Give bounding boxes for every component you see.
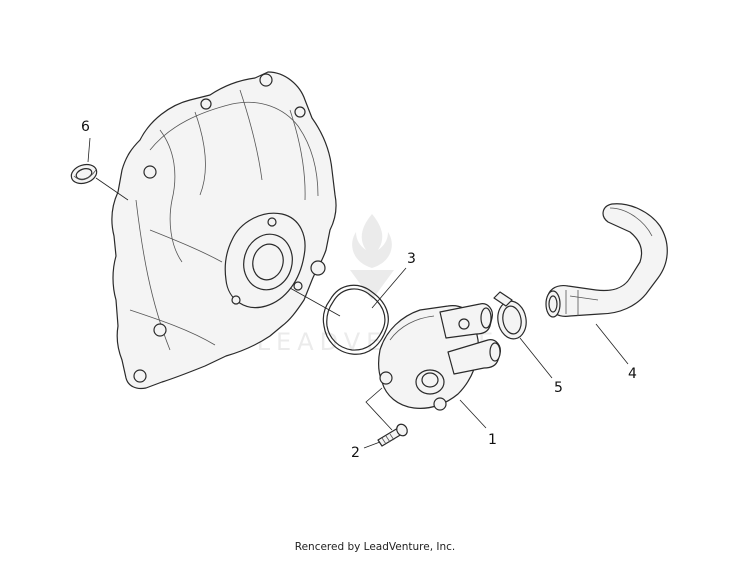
leader-5 bbox=[519, 337, 553, 379]
part-5-hose-clamp bbox=[493, 291, 527, 340]
callout-6: 6 bbox=[81, 119, 90, 135]
flame-icon bbox=[352, 214, 392, 268]
leader-3 bbox=[371, 267, 407, 309]
part-1-water-pump bbox=[378, 303, 501, 411]
leader-4 bbox=[595, 323, 629, 365]
callout-5: 5 bbox=[554, 380, 563, 396]
watermark-logo bbox=[350, 214, 394, 300]
part-3-o-ring bbox=[322, 284, 389, 355]
callout-2: 2 bbox=[351, 445, 360, 461]
engine-side-cover bbox=[111, 71, 337, 390]
leader-2 bbox=[363, 441, 381, 449]
callout-3: 3 bbox=[407, 251, 416, 267]
footer-credit: Rencered by LeadVenture, Inc. bbox=[294, 541, 456, 553]
callout-4: 4 bbox=[628, 366, 637, 382]
leader-1 bbox=[459, 399, 487, 429]
part-2-bolt bbox=[377, 423, 408, 447]
part-4-coolant-hose bbox=[545, 203, 668, 318]
leader-6 bbox=[87, 137, 91, 163]
part-6-seal-ring bbox=[70, 163, 98, 185]
callout-1: 1 bbox=[488, 432, 497, 448]
leader-lines bbox=[87, 137, 629, 449]
